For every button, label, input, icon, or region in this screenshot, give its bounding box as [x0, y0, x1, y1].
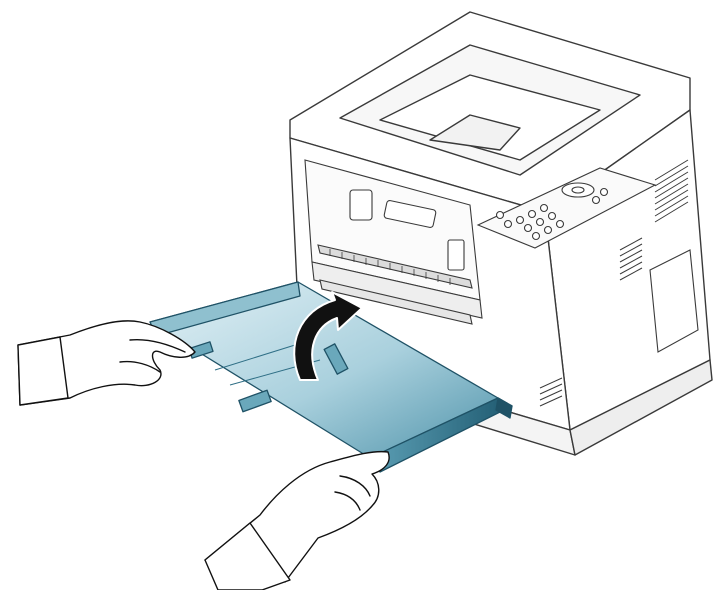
control-panel	[476, 167, 657, 249]
side-cover-panel	[649, 249, 699, 353]
left-sleeve	[17, 336, 69, 406]
printer-base-side	[569, 359, 713, 456]
length-guide	[238, 389, 272, 413]
side-vents	[539, 159, 689, 407]
ok-button-icon	[571, 186, 585, 194]
right-hand	[204, 450, 390, 590]
curved-arrow-icon	[293, 291, 363, 381]
roller-teeth	[329, 249, 451, 285]
left-hand	[17, 320, 196, 406]
paper-stop	[429, 114, 521, 151]
width-guide	[323, 343, 349, 375]
printer-interior	[304, 159, 483, 325]
right-sleeve	[204, 522, 291, 590]
paper-tray	[149, 281, 513, 473]
